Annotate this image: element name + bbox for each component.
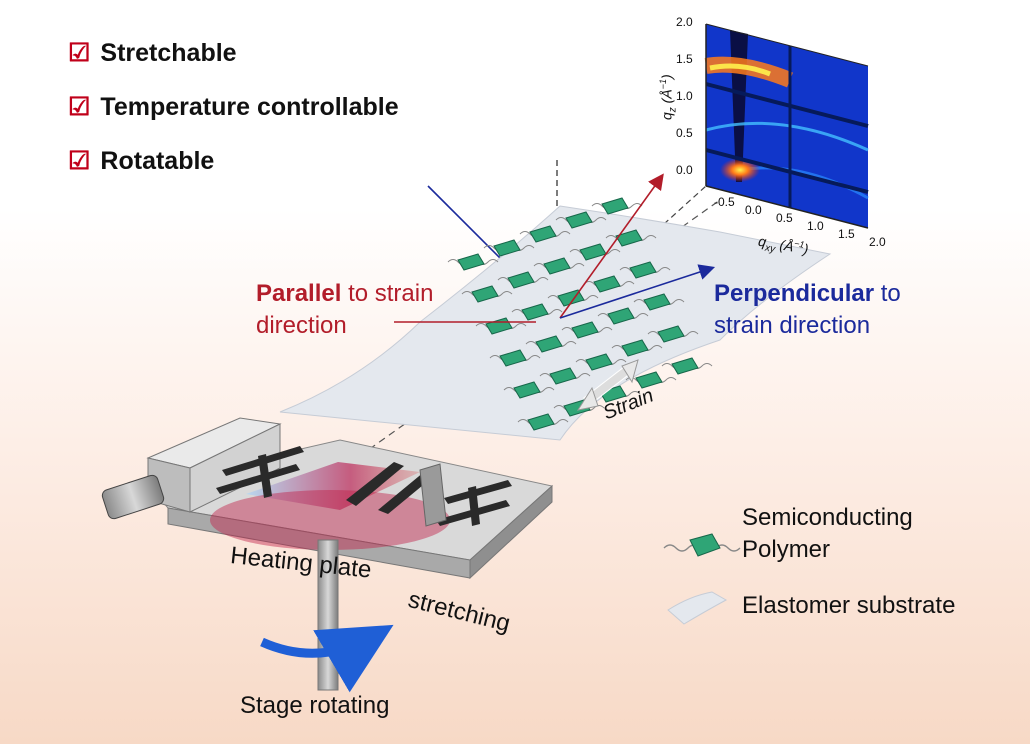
polymer-block — [643, 293, 671, 311]
qz-tick-label: 0.0 — [676, 163, 693, 177]
feature-rotatable: ☑Rotatable — [68, 147, 215, 175]
polymer-block — [671, 357, 699, 375]
qxy-tick-label: 1.5 — [838, 227, 855, 241]
polymer-block — [499, 349, 527, 367]
stretching-stage — [101, 417, 554, 691]
polymer-block — [635, 371, 663, 389]
perpendicular-beam — [559, 264, 716, 319]
parallel-label: Parallel to strain — [256, 280, 434, 307]
qxy-tick-label: 0.0 — [745, 203, 762, 217]
polymer-block — [471, 285, 499, 303]
rotation-arrow — [260, 624, 394, 693]
qz-tick-label: 2.0 — [676, 15, 693, 29]
stage-rotating-label: Stage rotating — [240, 692, 390, 719]
polymer-block — [493, 239, 521, 257]
motor-shaft — [101, 474, 165, 520]
feature-temperature: ☑Temperature controllable — [68, 93, 399, 121]
legend-substrate-icon — [667, 591, 728, 625]
polymer-block — [629, 261, 657, 279]
polymer-block — [571, 321, 599, 339]
polymer-block — [585, 353, 613, 371]
polymer-block — [527, 413, 555, 431]
qz-tick-label: 0.5 — [676, 126, 693, 140]
parallel-label-line2: direction — [256, 312, 347, 339]
polymer-block — [615, 229, 643, 247]
qxy-tick-labels: -0.5 0.0 0.5 1.0 1.5 2.0 — [714, 195, 886, 249]
polymer-block — [599, 385, 627, 403]
perpendicular-label-line2: strain direction — [714, 312, 871, 339]
polymer-block — [565, 211, 593, 229]
qz-axis-title: qz (Å−1) — [658, 74, 679, 120]
legend-polymer-label-line2: Polymer — [742, 536, 831, 563]
feature-stretchable: ☑Stretchable — [68, 39, 237, 67]
perpendicular-label: Perpendicular to — [714, 280, 901, 307]
qz-tick-labels: 2.0 1.5 1.0 0.5 0.0 — [676, 15, 693, 177]
polymer-block — [513, 381, 541, 399]
giwaxs-pattern — [704, 23, 869, 229]
polymer-block — [621, 339, 649, 357]
polymer-block — [601, 197, 629, 215]
polymer-block — [657, 325, 685, 343]
polymer-block — [593, 275, 621, 293]
checkbox-icon: ☑ — [68, 39, 91, 67]
polymer-block — [607, 307, 635, 325]
qz-tick-label: 1.5 — [676, 52, 693, 66]
polymer-block — [457, 253, 485, 271]
legend-polymer-icon — [663, 533, 741, 557]
polymer-block — [507, 271, 535, 289]
heating-plate — [246, 462, 420, 510]
checkbox-icon: ☑ — [68, 93, 91, 121]
legend-polymer-label-line1: Semiconducting — [742, 504, 913, 531]
legend-substrate-label: Elastomer substrate — [742, 592, 956, 619]
qxy-tick-label: 1.0 — [807, 219, 824, 233]
polymer-block — [543, 257, 571, 275]
polymer-block — [521, 303, 549, 321]
qxy-tick-label: -0.5 — [714, 195, 735, 209]
strain-arrow — [576, 359, 639, 411]
qxy-tick-label: 0.5 — [776, 211, 793, 225]
polymer-block — [549, 367, 577, 385]
polymer-block — [535, 335, 563, 353]
checkbox-icon: ☑ — [68, 147, 91, 175]
qz-tick-label: 1.0 — [676, 89, 693, 103]
parallel-beam — [559, 173, 664, 319]
polymer-block — [529, 225, 557, 243]
qxy-tick-label: 2.0 — [869, 235, 886, 249]
